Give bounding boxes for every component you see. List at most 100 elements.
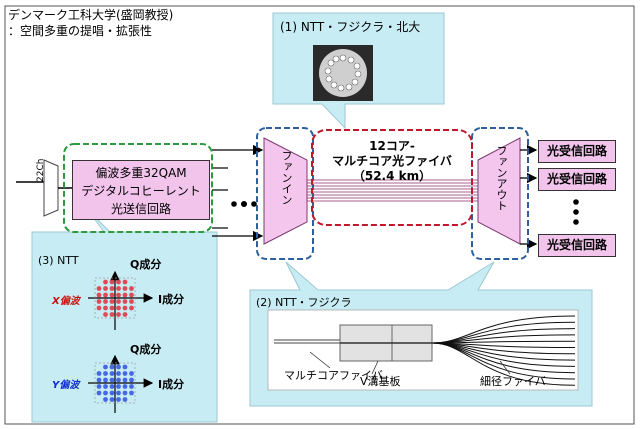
transmitter-box: 偏波多重32QAM デジタルコヒーレント 光送信回路 <box>72 160 210 220</box>
constellation-dot <box>103 292 108 298</box>
rx-ellipsis-dots <box>573 199 579 225</box>
thin-fiber-label: 細径ファイバ <box>480 375 546 388</box>
constellation-dot <box>109 377 115 383</box>
transmitter-line-1: 偏波多重32QAM <box>95 166 187 180</box>
constellation-dot <box>116 364 121 370</box>
constellation-dot <box>109 292 115 298</box>
constellation-dot <box>129 384 134 389</box>
header-line-1: デンマーク工科大学(盛岡教授) <box>8 8 174 22</box>
constellation-dot <box>103 384 108 389</box>
device-callout-title: (2) NTT・フジクラ <box>256 296 352 309</box>
constellation-dot <box>129 286 134 291</box>
thin-fiber-lines <box>431 315 576 386</box>
channel-trapezoid <box>43 159 59 217</box>
constellation-dot <box>122 371 128 376</box>
constellation-dot <box>116 377 121 383</box>
constellation-dot <box>116 279 121 285</box>
fiber-line-3: （52.4 km） <box>352 169 432 183</box>
mcf-label: マルチコアファイバ <box>284 369 383 382</box>
constellation-dot <box>129 371 134 376</box>
constellation-dot <box>116 292 121 298</box>
tx-ellipsis-dots <box>231 201 257 207</box>
constellation-dot <box>96 390 102 396</box>
transmitter-line-2: デジタルコヒーレント <box>81 184 201 198</box>
vgroove-leader <box>371 360 379 375</box>
constellation-dot <box>109 390 115 396</box>
constellation-dot <box>116 286 121 291</box>
receiver-2: 光受信回路 <box>538 168 616 191</box>
constellation-dot <box>96 286 102 291</box>
channel-count-label: 22Ch <box>36 158 46 182</box>
constellation-dot <box>96 299 102 304</box>
constellation-dot <box>109 299 115 304</box>
constellation-dot <box>122 312 128 317</box>
receiver-4: 光受信回路 <box>538 234 616 257</box>
constellation-dot <box>103 286 108 291</box>
ntt-callout-title: (3) NTT <box>38 254 79 267</box>
constellation-dot <box>103 364 108 370</box>
constellation-dot <box>122 390 128 396</box>
constellation-dot <box>116 390 121 396</box>
constellation-dot <box>109 305 115 311</box>
thinfiber-leader <box>499 360 511 375</box>
top-callout-title: (1) NTT・フジクラ・北大 <box>280 20 421 34</box>
constellation-dot <box>122 286 128 291</box>
multicore-fiber-lines <box>307 179 478 202</box>
x-constellation-dots <box>96 279 134 317</box>
constellation-dot <box>109 371 115 376</box>
constellation-dot <box>103 312 108 317</box>
constellation-dot <box>122 299 128 304</box>
fiber-dashed-outline <box>311 129 473 226</box>
constellation-dot <box>116 312 121 317</box>
constellation-dot <box>129 305 134 311</box>
constellation-dot <box>122 364 128 370</box>
constellation-dot <box>116 397 121 402</box>
mcf-leader <box>309 351 331 369</box>
transmitter-line-3: 光送信回路 <box>110 202 171 216</box>
outer-frame <box>4 5 635 425</box>
x-const-border <box>94 277 136 319</box>
constellation-dot <box>103 377 108 383</box>
fiber-line-1: 12コア- <box>369 139 415 153</box>
constellation-dot <box>129 377 134 383</box>
constellation-dot <box>103 279 108 285</box>
x-i-label: I成分 <box>158 293 185 306</box>
constellation-dot <box>96 292 102 298</box>
y-i-label: I成分 <box>158 378 185 391</box>
constellation-dot <box>116 371 121 376</box>
fiber-line-2: マルチコア光ファイバ <box>332 154 452 168</box>
y-constellation-dots <box>96 364 134 402</box>
constellation-dot <box>122 279 128 285</box>
receiver-1: 光受信回路 <box>538 140 616 163</box>
constellation-dot <box>122 305 128 311</box>
constellation-dot <box>109 384 115 389</box>
constellation-dot <box>103 299 108 304</box>
fan-out-label: ファンアウト <box>495 145 508 211</box>
constellation-dot <box>116 384 121 389</box>
fan-out-dashed-outline <box>471 127 529 260</box>
constellation-dot <box>103 390 108 396</box>
constellation-dot <box>129 390 134 396</box>
x-pol-label: X偏波 <box>52 296 80 307</box>
tx-dashed-outline <box>63 143 213 233</box>
y-pol-label: Y偏波 <box>52 380 80 391</box>
constellation-dot <box>109 312 115 317</box>
constellation-dot <box>103 397 108 402</box>
constellation-dot <box>116 305 121 311</box>
header-line-2: ：空間多重の提唱・拡張性 <box>8 24 153 38</box>
constellation-dot <box>109 397 115 402</box>
constellation-dot <box>109 279 115 285</box>
x-q-label: Q成分 <box>130 258 162 271</box>
constellation-dot <box>96 305 102 311</box>
constellation-dot <box>109 286 115 291</box>
constellation-dot <box>129 299 134 304</box>
y-q-label: Q成分 <box>130 343 162 356</box>
constellation-dot <box>116 299 121 304</box>
y-const-border <box>94 362 136 404</box>
fiber-cores <box>324 54 362 92</box>
constellation-dot <box>122 377 128 383</box>
fan-in-label: ファンイン <box>280 150 293 205</box>
constellation-dot <box>109 364 115 370</box>
thin-fiber-strand <box>431 342 576 386</box>
